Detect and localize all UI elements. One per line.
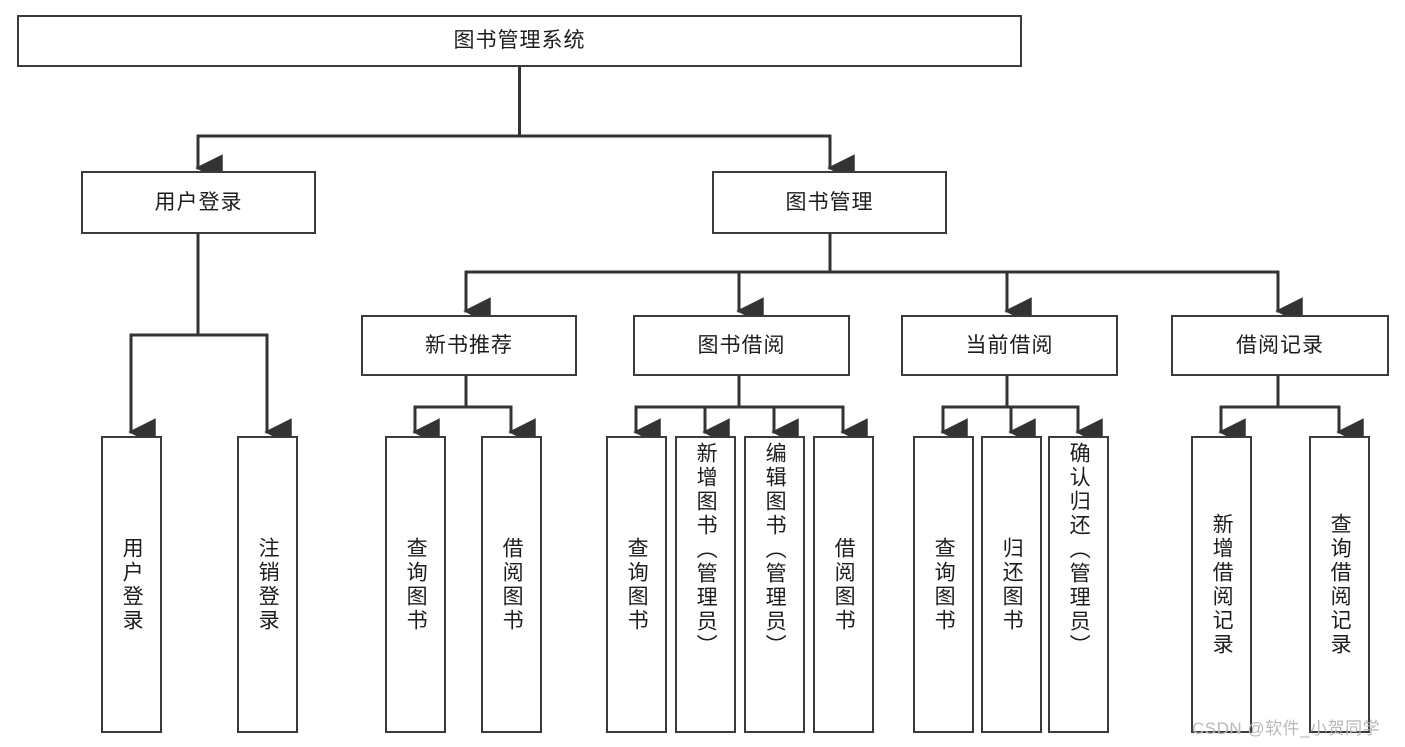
node-leaf-query-book-1-label: 查询图书 [404, 536, 428, 633]
node-leaf-edit-book[interactable]: 编辑图书（管理员） [744, 436, 805, 733]
node-book-manage[interactable]: 图书管理 [712, 171, 947, 234]
node-leaf-edit-book-label: 编辑图书（管理员） [763, 442, 787, 658]
node-root[interactable]: 图书管理系统 [17, 15, 1022, 67]
node-leaf-add-record[interactable]: 新增借阅记录 [1191, 436, 1252, 733]
node-leaf-borrow-book-2-label: 借阅图书 [832, 536, 856, 633]
node-leaf-borrow-book-1[interactable]: 借阅图书 [481, 436, 542, 733]
node-new-book-rec-label: 新书推荐 [425, 333, 513, 357]
node-leaf-user-login-label: 用户登录 [120, 536, 144, 633]
node-current-borrow-label: 当前借阅 [965, 333, 1054, 357]
node-user-login-label: 用户登录 [154, 190, 243, 214]
node-leaf-confirm-return[interactable]: 确认归还（管理员） [1048, 436, 1109, 733]
node-book-manage-label: 图书管理 [785, 190, 874, 214]
node-leaf-return-book-label: 归还图书 [1000, 536, 1024, 633]
node-borrow-record[interactable]: 借阅记录 [1171, 315, 1389, 376]
node-leaf-query-book-3[interactable]: 查询图书 [913, 436, 974, 733]
node-leaf-query-book-2[interactable]: 查询图书 [606, 436, 667, 733]
node-book-borrow-label: 图书借阅 [697, 333, 786, 357]
node-leaf-user-login[interactable]: 用户登录 [101, 436, 162, 733]
node-leaf-add-book-label: 新增图书（管理员） [694, 442, 718, 658]
node-leaf-borrow-book-2[interactable]: 借阅图书 [813, 436, 874, 733]
node-current-borrow[interactable]: 当前借阅 [901, 315, 1118, 376]
node-leaf-query-record-label: 查询借阅记录 [1328, 512, 1352, 657]
node-user-login[interactable]: 用户登录 [81, 171, 316, 234]
node-leaf-confirm-return-label: 确认归还（管理员） [1067, 442, 1091, 658]
node-root-label: 图书管理系统 [453, 29, 586, 53]
node-book-borrow[interactable]: 图书借阅 [633, 315, 850, 376]
node-leaf-query-record[interactable]: 查询借阅记录 [1309, 436, 1370, 733]
node-leaf-logout-label: 注销登录 [256, 536, 280, 633]
node-leaf-return-book[interactable]: 归还图书 [981, 436, 1042, 733]
node-leaf-add-record-label: 新增借阅记录 [1210, 512, 1234, 657]
node-leaf-query-book-1[interactable]: 查询图书 [385, 436, 446, 733]
node-new-book-rec[interactable]: 新书推荐 [361, 315, 577, 376]
node-borrow-record-label: 借阅记录 [1236, 333, 1324, 357]
node-leaf-add-book[interactable]: 新增图书（管理员） [675, 436, 736, 733]
node-leaf-query-book-2-label: 查询图书 [625, 536, 649, 633]
node-leaf-borrow-book-1-label: 借阅图书 [500, 536, 524, 633]
node-leaf-logout[interactable]: 注销登录 [237, 436, 298, 733]
node-leaf-query-book-3-label: 查询图书 [932, 536, 956, 633]
